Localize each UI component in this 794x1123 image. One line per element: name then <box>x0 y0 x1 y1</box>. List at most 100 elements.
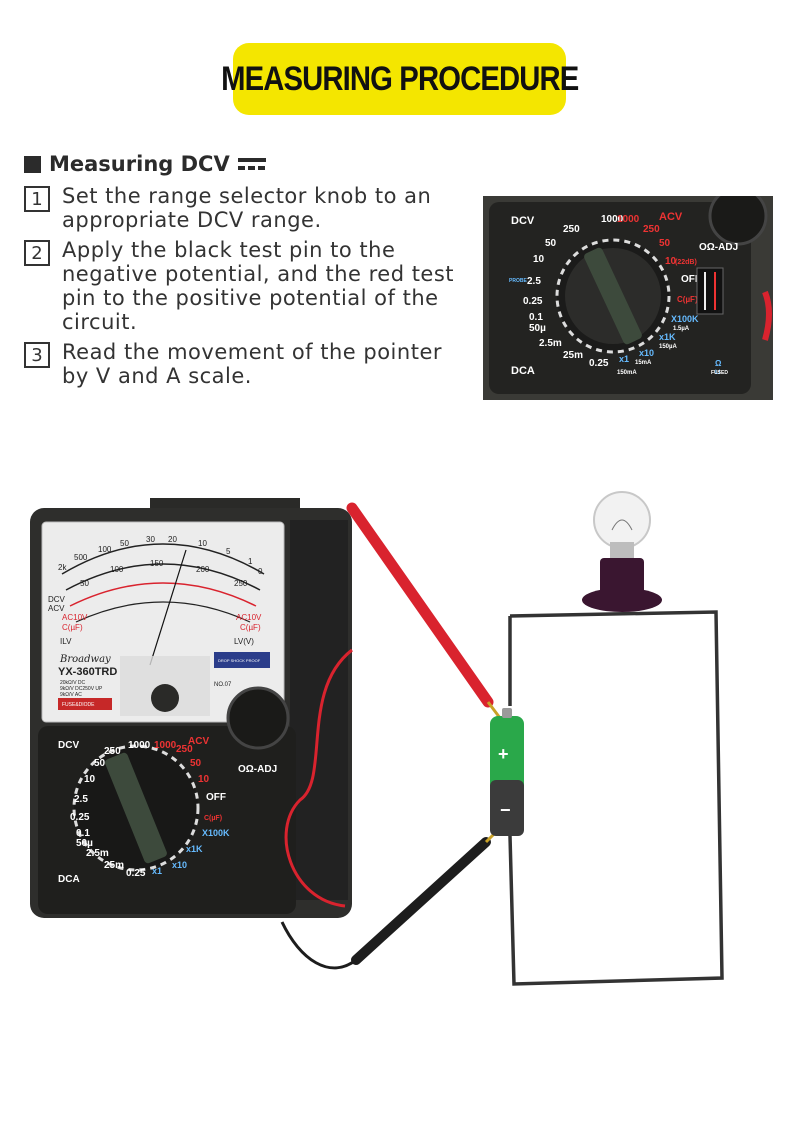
dial-2-5: 2.5 <box>74 794 88 805</box>
acv-label: ACV <box>659 211 683 223</box>
range-1000-acv: 1000 <box>617 214 640 225</box>
dca-label: DCA <box>511 365 535 377</box>
bullet-square-icon <box>24 155 41 173</box>
range-25m-dca: 25m <box>563 350 583 361</box>
ohm-adj-label: OΩ-ADJ <box>699 242 738 253</box>
scale-top-20: 20 <box>168 535 177 544</box>
step-3: 3 Read the movement of the pointer by V … <box>24 340 464 388</box>
dial-1000-acv: 1000 <box>154 740 177 751</box>
ohm-symbol: Ω <box>715 359 722 368</box>
dial-10-acv: 10 <box>198 774 210 785</box>
db-label: (22dB) <box>675 259 697 266</box>
scale-dc-250: 250 <box>234 579 248 588</box>
section-heading-text: Measuring DCV <box>49 152 230 176</box>
scale-top-30: 30 <box>146 535 155 544</box>
title-banner: MEASURING PROCEDURE <box>221 43 579 115</box>
range-dial-closeup: DCV ACV DCA OΩ-ADJ 1000 1000 250 50 10 2… <box>483 196 773 400</box>
dial-off: OFF <box>206 792 226 803</box>
meter-acv-label: ACV <box>48 604 65 613</box>
scale-top-0: 0 <box>258 567 263 576</box>
range-250-acv: 250 <box>643 224 660 235</box>
scale-top-50: 50 <box>120 539 129 548</box>
scale-top-100: 100 <box>98 545 112 554</box>
meter-ac10v-label: AC10V <box>62 613 88 622</box>
procedure-steps: 1 Set the range selector knob to an appr… <box>24 184 464 394</box>
scale-dc-50: 50 <box>80 579 89 588</box>
li-label: LI <box>715 370 721 376</box>
light-bulb <box>582 491 662 612</box>
dial-2-5m: 2.5m <box>86 848 109 859</box>
scale-top-5: 5 <box>226 547 231 556</box>
circuit-illustration: 2k 500 100 50 30 20 10 5 1 0 50 100 150 … <box>30 491 724 986</box>
spec-line-2: 9kΩ/V DC250V UP <box>60 686 103 692</box>
dial-dca-label: DCA <box>58 874 80 885</box>
dial-250-acv: 250 <box>176 744 193 755</box>
meter-dcv-label: DCV <box>48 595 66 604</box>
meter-cuf-label: C(µF) <box>62 623 83 632</box>
battery-plus: + <box>498 744 509 764</box>
dcv-label: DCV <box>511 215 535 227</box>
step-number: 2 <box>24 240 50 266</box>
scale-dc-150: 150 <box>150 559 164 568</box>
page-title: MEASURING PROCEDURE <box>220 59 579 98</box>
dial-0-25: 0.25 <box>70 812 90 823</box>
x10-label: x10 <box>639 348 654 358</box>
section-heading: Measuring DCV <box>24 152 266 176</box>
bulb-socket <box>600 558 644 596</box>
scale-top-2k: 2k <box>58 563 67 572</box>
off-label: OFF <box>681 274 701 285</box>
circuit-wire <box>508 610 724 986</box>
knob-pointer-main <box>105 752 167 864</box>
range-0-25-dca: 0.25 <box>589 358 609 369</box>
scale-dc-100: 100 <box>110 565 124 574</box>
battery-minus: − <box>500 800 511 820</box>
range-0-1-dcv: 0.1 <box>529 312 543 323</box>
spec-line-1: 20kΩ/V DC <box>60 680 86 686</box>
dial-250: 250 <box>104 746 121 757</box>
red-lead-icon <box>762 290 772 341</box>
dial-ohm-adj: OΩ-ADJ <box>238 764 277 775</box>
range-10-dcv: 10 <box>533 254 545 265</box>
scale-dc-200: 200 <box>196 565 210 574</box>
range-2-5-dcv: 2.5 <box>527 276 541 287</box>
fused-label: FUSED <box>711 370 728 376</box>
meter-ilv-label: ILV <box>60 637 72 646</box>
dial-x1: x1 <box>152 866 162 876</box>
range-50-acv: 50 <box>659 238 671 249</box>
red-test-lead <box>284 502 502 908</box>
model-label: YX-360TRD <box>58 666 117 678</box>
x100k-label: X100K <box>671 314 699 324</box>
step-2: 2 Apply the black test pin to the negati… <box>24 238 464 334</box>
knob-pointer <box>584 247 642 345</box>
dial-50: 50 <box>94 758 106 769</box>
x1k-label: x1K <box>659 332 676 342</box>
dial-x100k: X100K <box>202 828 230 838</box>
dial-x1k: x1K <box>186 844 203 854</box>
dial-dcv-label: DCV <box>58 740 79 751</box>
step-1: 1 Set the range selector knob to an appr… <box>24 184 464 232</box>
dial-x10: x10 <box>172 860 187 870</box>
serial-no-label: NO.07 <box>214 682 232 688</box>
probe-label: PROBE <box>509 278 527 284</box>
x1-sub: 150mA <box>617 370 637 376</box>
range-1000-dcv: 1000 <box>601 214 624 225</box>
step-text: Apply the black test pin to the negative… <box>62 238 455 334</box>
scale-top-1: 1 <box>248 557 253 566</box>
scale-top-10: 10 <box>198 539 207 548</box>
dial-0-1: 0.1 <box>76 828 90 839</box>
range-50u-dca: 50µ <box>529 323 546 334</box>
dial-50-acv: 50 <box>190 758 202 769</box>
zero-screw-icon <box>151 684 179 712</box>
x100k-sub: 1.5µA <box>673 326 690 332</box>
range-250-dcv: 250 <box>563 224 580 235</box>
shock-proof-badge <box>214 652 270 668</box>
scale-top-500: 500 <box>74 553 88 562</box>
zero-adjust-knob[interactable] <box>226 686 290 750</box>
dial-50u: 50µ <box>76 838 93 849</box>
dial-10: 10 <box>84 774 96 785</box>
range-2-5m-dca: 2.5m <box>539 338 562 349</box>
step-text: Set the range selector knob to an approp… <box>62 184 432 232</box>
spec-line-3: 9kΩ/V AC <box>60 692 82 698</box>
range-0-25-dcv: 0.25 <box>523 296 543 307</box>
dial-0-25-dca: 0.25 <box>126 868 146 879</box>
